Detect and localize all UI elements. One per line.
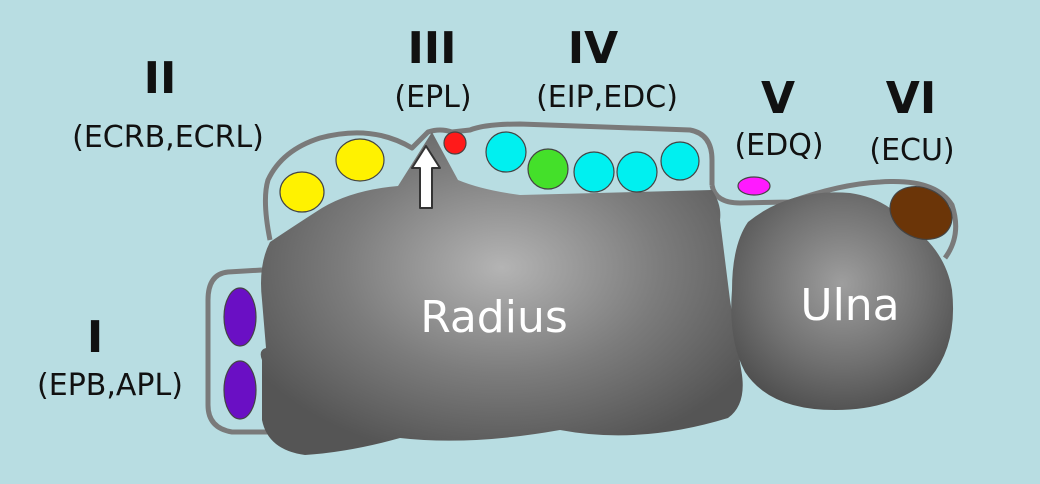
radius-label: Radius — [420, 292, 568, 343]
tendon-I-apl — [223, 360, 257, 420]
tendon-I-epb — [223, 287, 257, 347]
compartment-label-V: V — [761, 73, 795, 124]
tendon-IV-edc-4 — [660, 141, 700, 181]
compartment-tendons-V: (EDQ) — [734, 128, 823, 163]
compartment-tendons-VI: (ECU) — [869, 133, 954, 168]
ulna-label: Ulna — [800, 280, 899, 331]
compartment-label-I: I — [87, 312, 103, 363]
ulna-bone — [731, 192, 954, 410]
sheath-outline-compartment-I — [205, 267, 272, 435]
tendon-III-epl — [443, 131, 467, 155]
compartment-tendons-I: (EPB,APL) — [37, 368, 183, 403]
compartment-label-IV: IV — [568, 23, 618, 74]
compartment-tendons-II: (ECRB,ECRL) — [72, 120, 264, 155]
tendon-IV-edc-1 — [485, 131, 527, 173]
tendon-V-edq — [737, 176, 771, 196]
tendon-II-ecrb — [335, 138, 385, 182]
tendon-IV-eip — [527, 148, 569, 190]
compartment-tendons-III: (EPL) — [394, 80, 471, 115]
retinaculum-outline — [205, 121, 959, 435]
tendon-IV-edc-2 — [573, 151, 615, 193]
compartment-label-II: II — [144, 53, 177, 104]
up-arrow-outline-icon — [411, 145, 441, 209]
radius-bone — [260, 132, 743, 455]
tendon-VI-ecu — [889, 186, 953, 240]
compartment-label-VI: VI — [886, 73, 936, 124]
compartment-label-III: III — [407, 23, 456, 74]
compartment-tendons-IV: (EIP,EDC) — [536, 80, 678, 115]
sheath-outline-dorsal-radius — [262, 121, 715, 241]
sheath-outline-compartment-V-VI — [709, 179, 959, 260]
tendon-IV-edc-3 — [616, 151, 658, 193]
tendon-II-ecrl — [279, 171, 325, 213]
